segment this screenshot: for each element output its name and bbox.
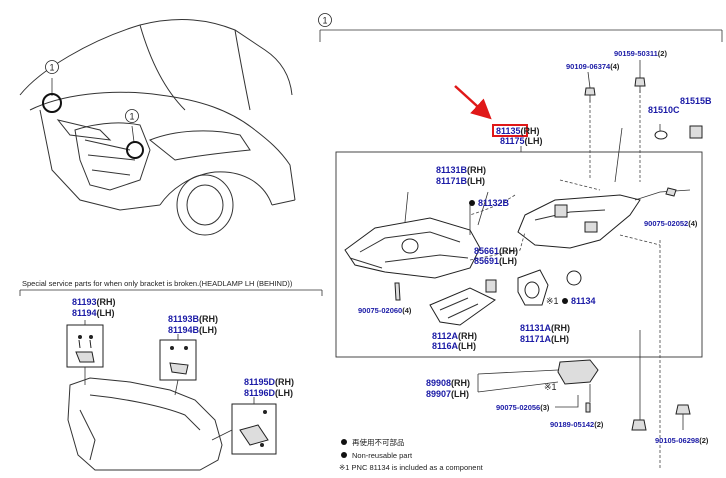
bolt-90109: [584, 87, 596, 102]
highlight-box: [492, 124, 528, 137]
bracket-8112A: [429, 287, 496, 326]
screw-90075-02060: [394, 282, 401, 301]
part-89908[interactable]: 89908(RH): [426, 378, 470, 388]
legend-jp: 再使用不可部品: [352, 437, 405, 447]
highlight-arrow: [454, 85, 492, 120]
part-85661[interactable]: 85661(RH): [474, 246, 518, 256]
main-frame: 1: [318, 13, 723, 358]
part-81195D[interactable]: 81195D(RH): [244, 377, 294, 387]
part-90189-05142[interactable]: 90189-05142(2): [550, 420, 604, 429]
bracket-section: Special service parts for when only brac…: [19, 279, 323, 471]
part-90075-02060[interactable]: 90075-02060(4): [358, 306, 412, 315]
part-81171A[interactable]: 81171A(LH): [520, 334, 569, 344]
legend-note: ※1 PNC 81134 is included as a component: [339, 463, 484, 472]
callout-marker: 1: [129, 112, 134, 122]
screw-90075-02056: [585, 402, 591, 413]
bracket-81193B-box: [159, 339, 197, 381]
gasket-81134: [566, 270, 582, 286]
legend-en: Non-reusable part: [352, 451, 413, 460]
callout-1-left: 1: [42, 60, 62, 113]
bolt-90105: [675, 404, 691, 415]
socket-81515B: [689, 125, 703, 139]
screw-90075-02052: [665, 187, 677, 197]
vehicle-front-illustration: [19, 19, 296, 236]
part-81135[interactable]: 81135(RH): [496, 126, 540, 136]
note-mark: ※1: [546, 296, 559, 306]
legend: 再使用不可部品 Non-reusable part ※1 PNC 81134 i…: [339, 437, 484, 472]
callout-1-right: 1: [125, 109, 144, 159]
part-81193B[interactable]: 81193B(RH): [168, 314, 218, 324]
part-90105-06298[interactable]: 90105-06298(2): [655, 436, 709, 445]
part-81193[interactable]: 81193(RH): [72, 297, 116, 307]
legend-dot-en: [341, 452, 347, 458]
legend-dot-jp: [341, 439, 347, 445]
part-85691[interactable]: 85691(LH): [474, 256, 517, 266]
part-90109-06374[interactable]: 90109-06374(4): [566, 62, 620, 71]
headlamp-assembly-box: [335, 151, 703, 358]
part-81196D[interactable]: 81196D(LH): [244, 388, 293, 398]
bolt-90159: [634, 77, 646, 93]
part-81175[interactable]: 81175(LH): [500, 136, 543, 146]
part-81171B[interactable]: 81171B(LH): [436, 176, 485, 186]
nonreusable-dot-81132B: [469, 200, 475, 206]
part-81515B[interactable]: 81515B: [680, 96, 712, 106]
nonreusable-dot-81134: [562, 298, 568, 304]
part-90075-02052[interactable]: 90075-02052(4): [644, 219, 698, 228]
part-81510C[interactable]: 81510C: [648, 105, 680, 115]
part-81132B[interactable]: 81132B: [478, 198, 510, 208]
part-8112A[interactable]: 8112A(RH): [432, 331, 477, 341]
part-81194B[interactable]: 81194B(LH): [168, 325, 217, 335]
section-title: Special service parts for when only brac…: [22, 279, 293, 288]
part-81134[interactable]: 81134: [571, 296, 596, 306]
part-81131B[interactable]: 81131B(RH): [436, 165, 486, 175]
part-90159-50311[interactable]: 90159-50311(2): [614, 49, 667, 58]
part-81194[interactable]: 81194(LH): [72, 308, 115, 318]
part-labels: 81135(RH) 81175(LH) 90109-06374(4) 90159…: [72, 49, 712, 445]
note-mark: ※1: [544, 382, 557, 392]
part-8116A[interactable]: 8116A(LH): [432, 341, 476, 351]
actuator-85661: [485, 279, 497, 293]
part-89907[interactable]: 89907(LH): [426, 389, 469, 399]
computer-89908: [557, 359, 599, 385]
bulb-81510C: [654, 130, 668, 140]
headlamp-illustration: [344, 194, 641, 279]
part-90075-02056[interactable]: 90075-02056(3): [496, 403, 550, 412]
nut-90189: [631, 419, 647, 431]
callout-marker: 1: [322, 16, 327, 26]
part-81131A[interactable]: 81131A(RH): [520, 323, 570, 333]
callout-marker: 1: [49, 63, 54, 73]
